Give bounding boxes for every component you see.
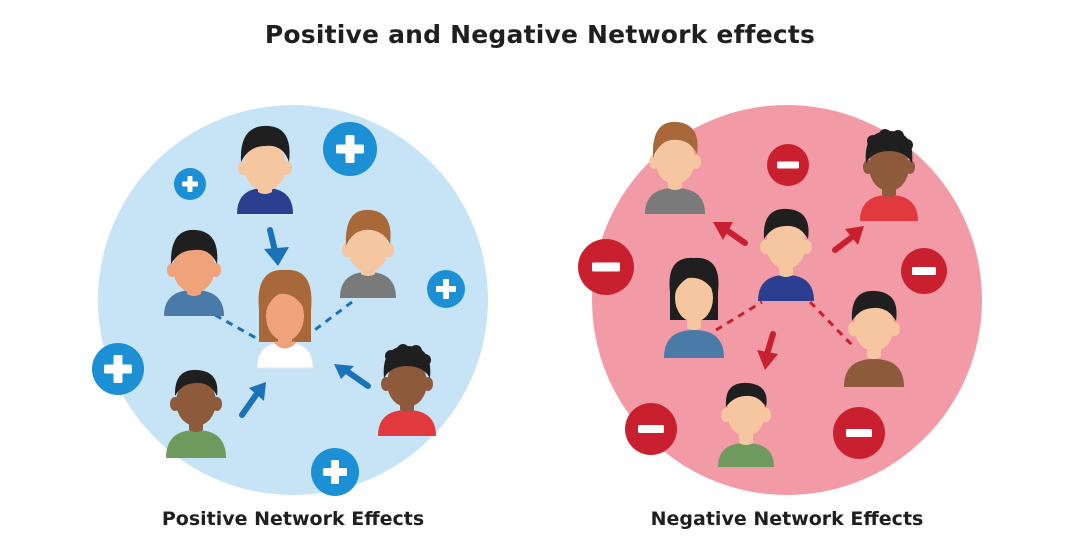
minus-badge — [767, 144, 809, 186]
minus-badge — [625, 403, 677, 455]
positive-caption: Positive Network Effects — [161, 508, 425, 530]
plus-badge — [323, 122, 377, 176]
person-avatar — [718, 382, 774, 467]
plus-badge — [174, 168, 206, 200]
person-avatar — [340, 209, 396, 298]
arrow-icon — [239, 382, 266, 418]
positive-panel — [92, 105, 488, 496]
connection-line — [311, 300, 353, 334]
plus-badge — [92, 343, 144, 395]
plus-badge — [427, 270, 465, 308]
arrow-icon — [713, 222, 748, 246]
person-avatar — [164, 229, 224, 316]
person-avatar — [844, 290, 904, 387]
connection-line — [214, 313, 257, 340]
person-avatar — [237, 125, 293, 214]
minus-badge — [578, 239, 634, 295]
arrow-icon — [334, 364, 371, 389]
plus-badge — [311, 448, 359, 496]
person-avatar — [664, 257, 724, 358]
person-avatar — [166, 369, 226, 458]
person-avatar — [860, 129, 918, 221]
page-title: Positive and Negative Network effects — [264, 20, 816, 49]
minus-badge — [833, 407, 885, 459]
connection-line — [808, 300, 854, 347]
person-avatar — [378, 344, 436, 436]
person-avatar — [758, 208, 814, 301]
negative-caption: Negative Network Effects — [650, 508, 924, 530]
minus-badge — [901, 248, 947, 294]
arrow-icon — [264, 227, 289, 266]
person-avatar — [645, 121, 705, 214]
arrow-icon — [757, 331, 778, 370]
arrow-icon — [832, 226, 864, 253]
negative-panel — [578, 105, 982, 495]
person-avatar — [256, 269, 314, 369]
connection-line — [715, 300, 763, 332]
